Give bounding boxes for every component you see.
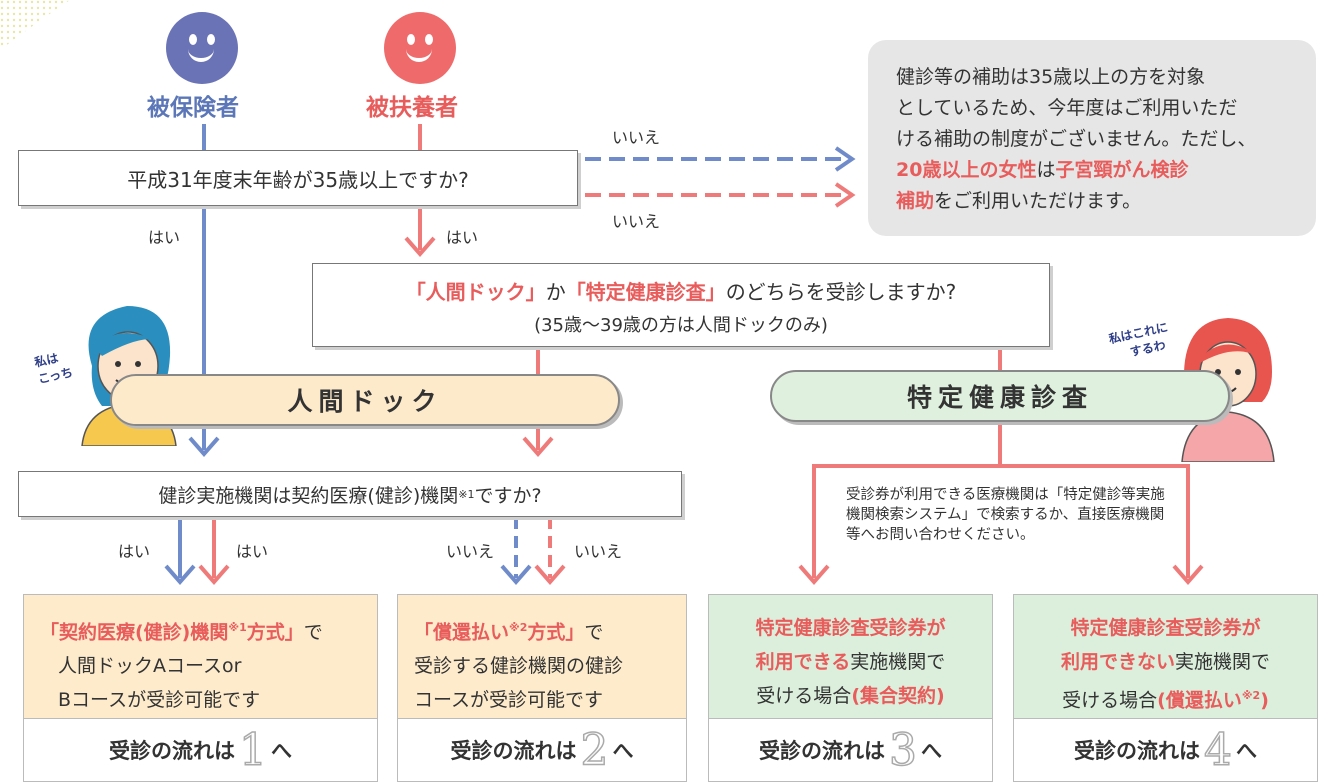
tokutei-kenshin-pill: 特定健康診査 [770,370,1230,422]
yes-label-insured: はい [148,228,181,247]
no-label-b: いいえ [574,542,623,561]
card-line: 「償還払い※2方式」で [414,611,686,649]
card-line: 受ける場合(集合契約) [709,679,992,713]
info-text: は [1036,159,1056,181]
card-highlight: 方式」 [527,621,585,644]
card-highlight: 「契約医療(健診)機関 [40,621,229,644]
flow-suffix: へ [612,739,634,763]
no-label-a: いいえ [446,542,495,561]
question-dock-or-tokutei-main: 「人間ドック」か「特定健康診査」のどちらを受診しますか? [313,276,1049,305]
card-highlight: 利用できる [755,651,851,673]
flow-card-1: 「契約医療(健診)機関※1方式」で 人間ドックAコースor Bコースが受診可能で… [23,594,378,782]
flow-number: 1 [238,724,268,777]
card-highlight: 「償還払い [414,621,510,644]
card-line: 受ける場合(償還払い※2) [1014,679,1317,717]
voucher-note: 受診券が利用できる医療機関は「特定健診等実施機関検索システム」で検索するか、直接… [846,485,1176,545]
yes-label-dependent: はい [446,228,479,247]
q2-highlight: 「人間ドック」 [405,280,546,304]
dependent-face-icon [384,12,456,84]
info-highlight: 子宮頸がん検診 [1055,159,1189,181]
flow-suffix: へ [1236,739,1257,763]
insured-face-icon [166,12,238,84]
card-text: 受ける場合 [756,685,852,707]
card-text: で [303,621,323,644]
card-line: 利用できない実施機関で [1014,645,1317,679]
q2-highlight: 「特定健康診査」 [565,280,726,304]
card-text: 受ける場合 [1062,689,1158,712]
question-dock-or-tokutei-sub: (35歳〜39歳の方は人間ドックのみ) [534,315,828,336]
info-line: 補助をご利用いただけます。 [896,186,1296,217]
card-footnote: ※2 [509,621,528,634]
no-label-top: いいえ [612,128,661,147]
question-age-35: 平成31年度末年齢が35歳以上ですか? [18,150,578,206]
info-highlight: 20歳以上の女性 [896,159,1037,181]
card-line: 特定健康診査受診券が [1070,617,1261,639]
flow-card-2: 「償還払い※2方式」で 受診する健診機関の健診 コースが受診可能です 受診の流れ… [397,594,687,782]
no-label-bottom: いいえ [612,212,661,231]
flow-card-4: 特定健康診査受診券が 利用できない実施機関で 受ける場合(償還払い※2) 受診の… [1013,594,1318,782]
insured-label: 被保険者 [147,95,239,121]
card-line: 利用できる実施機関で [709,645,992,679]
card-footnote: ※2 [1241,689,1261,702]
info-text: をご利用いただけます。 [934,190,1142,212]
yes-label-a: はい [118,542,151,561]
card-highlight: 利用できない [1060,651,1175,673]
info-highlight: 補助 [896,190,935,212]
flow-number: 4 [1203,724,1233,777]
card-line: 受診する健診機関の健診 [414,655,624,678]
flow-suffix: へ [921,739,942,763]
q3-text: 健診実施機関は契約医療(健診)機関 [158,484,459,507]
flow-number: 2 [580,724,610,777]
speech-left: 私は こっち [33,347,74,388]
flow-card-3: 特定健康診査受診券が 利用できる実施機関で 受ける場合(集合契約) 受診の流れは… [708,594,993,782]
flow-prefix: 受診の流れは [450,739,577,763]
card-text: で [584,621,604,644]
yes-label-b: はい [236,542,269,561]
card-highlight: ) [1260,689,1269,712]
card-line: 人間ドックAコースor [58,655,242,678]
card-footnote: ※1 [228,621,247,634]
card-line: コースが受診可能です [414,689,604,712]
card-line: 「契約医療(健診)機関※1方式」で [40,611,377,649]
info-line: 健診等の補助は35歳以上の方を対象 [896,66,1206,88]
question-age-35-text: 平成31年度末年齢が35歳以上ですか? [127,167,469,192]
card-highlight: (集合契約) [851,685,945,707]
flow-prefix: 受診の流れは [759,739,885,763]
info-line: としているため、今年度はご利用いただ [896,97,1238,119]
q3-footnote: ※1 [458,487,475,501]
info-line: ける補助の制度がございません。ただし、 [896,128,1257,150]
q2-text: か [545,280,566,304]
card-text: 実施機関で [850,651,946,673]
card-highlight: 方式」 [246,621,304,644]
flow-prefix: 受診の流れは [109,739,235,763]
flow-suffix: へ [271,739,292,763]
card-text: 実施機関で [1175,651,1271,673]
q2-text: のどちらを受診しますか? [725,280,957,304]
q3-text: ですか? [474,484,542,507]
dependent-label: 被扶養者 [366,95,458,121]
card-highlight: (償還払い [1157,689,1242,712]
flow-prefix: 受診の流れは [1074,739,1200,763]
question-dock-or-tokutei: 「人間ドック」か「特定健康診査」のどちらを受診しますか? (35歳〜39歳の方は… [312,263,1050,347]
info-line: 20歳以上の女性は子宮頸がん検診 [896,155,1296,186]
info-box-under-35: 健診等の補助は35歳以上の方を対象 としているため、今年度はご利用いただ ける補… [868,40,1316,236]
card-line: 特定健康診査受診券が [755,617,946,639]
ningen-dock-pill: 人間ドック [110,374,620,426]
flow-number: 3 [888,724,918,777]
card-line: Bコースが受診可能です [58,689,261,712]
dot-decoration [0,0,70,50]
